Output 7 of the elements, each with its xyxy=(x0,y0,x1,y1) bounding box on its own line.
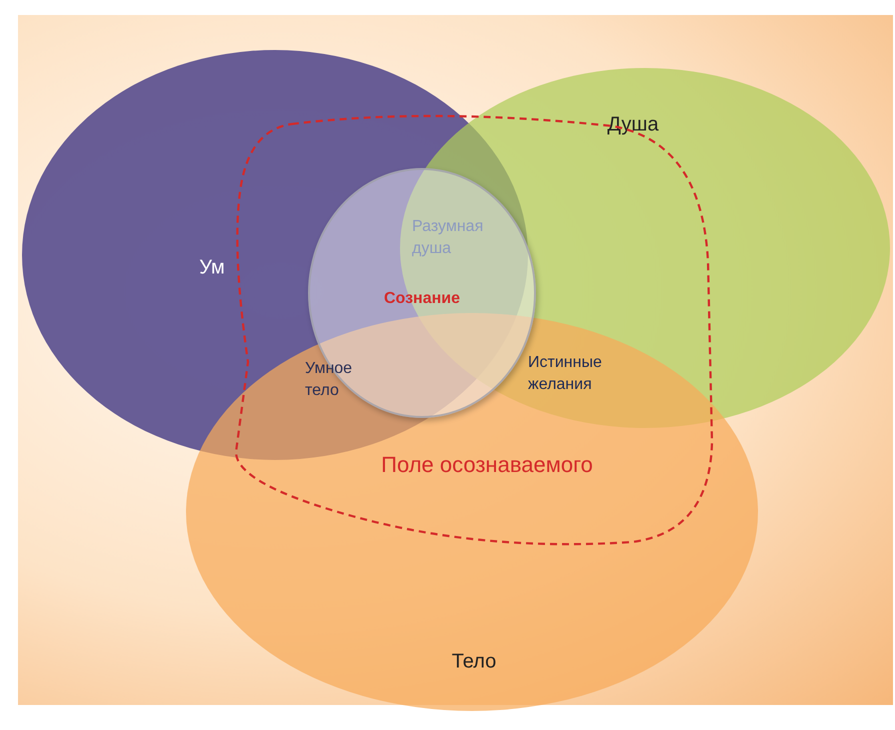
set-label: Ум xyxy=(199,256,225,280)
set-label: Сознание xyxy=(384,290,460,308)
set-label: Тело xyxy=(452,650,496,674)
set-label: Душа xyxy=(607,114,659,136)
overlap-label: Умное тело xyxy=(305,359,354,401)
overlap-label: Истинные желания xyxy=(528,353,603,395)
region-label: Поле осознаваемого xyxy=(381,452,593,478)
